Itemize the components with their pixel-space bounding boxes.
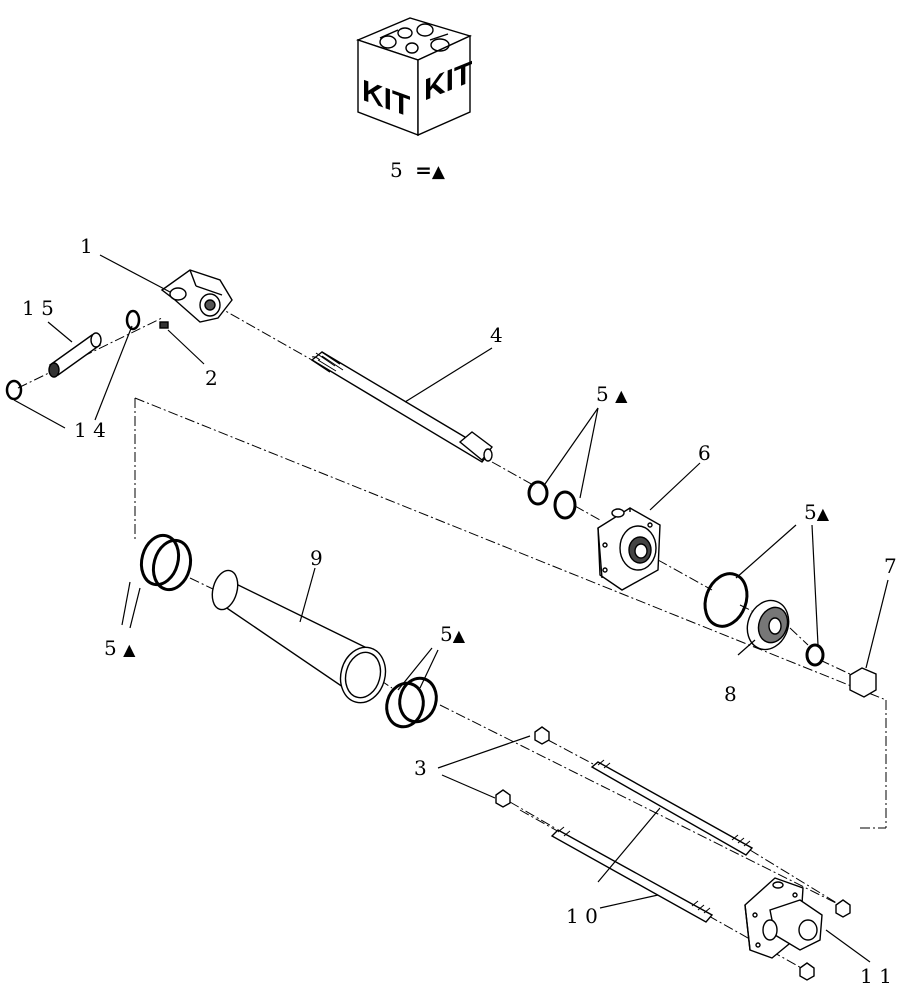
part-9-barrel xyxy=(211,569,387,704)
callout-11: 1 1 xyxy=(860,964,892,988)
part-3-nut-right-lower xyxy=(799,962,815,981)
part-3-nut-upper xyxy=(534,726,550,745)
callout-3: 3 xyxy=(414,756,427,780)
part-6-gland xyxy=(597,507,661,591)
callout-9: 9 xyxy=(310,546,323,570)
legend-equals: = xyxy=(415,158,432,182)
part-5-seals-rod xyxy=(527,480,577,520)
part-1-clevis xyxy=(160,269,233,323)
callout-5-rod: 5 ▲ xyxy=(596,384,627,404)
callout-5-tube-right: 5▲ xyxy=(440,624,465,644)
part-15-pin xyxy=(48,332,102,378)
callout-8: 8 xyxy=(724,682,737,706)
part-11-cap-end xyxy=(744,877,823,959)
callout-5-piston-number: 5 xyxy=(804,500,817,524)
part-3-nut-right-upper xyxy=(835,899,851,918)
part-3-nut-lower xyxy=(495,789,511,808)
part-5-seals-tube-left xyxy=(139,533,193,592)
callout-6: 6 xyxy=(698,441,711,465)
triangle-icon: ▲ xyxy=(452,626,466,645)
triangle-icon: ▲ xyxy=(615,386,628,405)
callout-5-tube-right-number: 5 xyxy=(440,622,453,646)
legend-number: 5 xyxy=(390,158,403,182)
callout-2: 2 xyxy=(205,366,218,390)
part-14-ring-left xyxy=(5,379,23,401)
part-5-oring-piston xyxy=(703,572,749,628)
kit-legend: 5 =▲ xyxy=(390,160,445,181)
part-5-small-ring xyxy=(805,643,825,667)
triangle-icon: ▲ xyxy=(123,640,136,659)
callout-14: 1 4 xyxy=(74,418,106,442)
callout-5-tube-left-number: 5 xyxy=(104,636,117,660)
callout-15: 1 5 xyxy=(22,296,54,320)
callout-5-tube-left: 5 ▲ xyxy=(104,638,135,658)
callout-1: 1 xyxy=(80,234,93,258)
part-5-seals-tube-right xyxy=(385,676,438,729)
part-2-screw xyxy=(159,321,169,329)
part-7-nut xyxy=(849,667,877,698)
kit-box-icon xyxy=(356,17,472,137)
part-4-rod xyxy=(310,351,493,463)
part-10-tie-rods xyxy=(550,759,754,923)
triangle-icon: ▲ xyxy=(816,504,830,523)
callout-5-piston: 5▲ xyxy=(804,502,829,522)
callout-10: 1 0 xyxy=(566,904,598,928)
part-14-ring-right xyxy=(125,309,141,331)
callout-4: 4 xyxy=(490,323,503,347)
callout-7: 7 xyxy=(884,554,897,578)
legend-triangle-icon: ▲ xyxy=(431,162,445,182)
part-8-piston xyxy=(746,599,790,651)
callout-5-rod-number: 5 xyxy=(596,382,609,406)
